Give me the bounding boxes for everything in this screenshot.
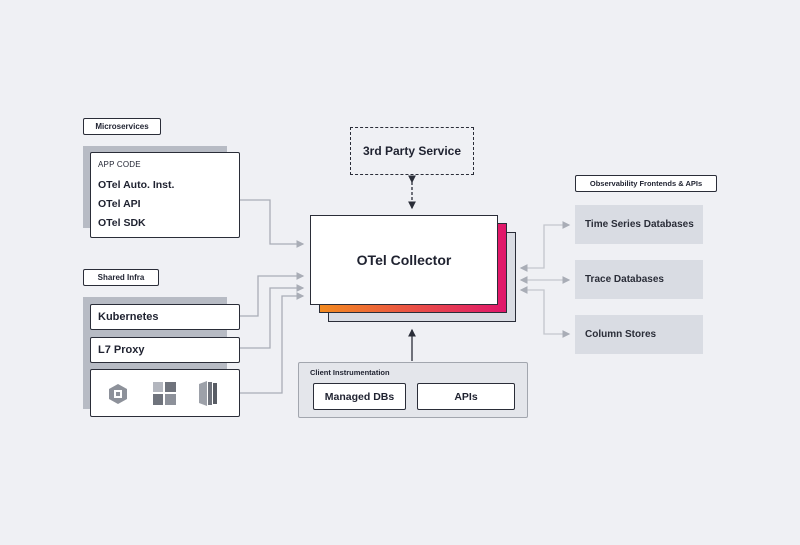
third-party-service-box: 3rd Party Service [350,127,474,175]
connector-kubernetes [239,272,305,317]
connector-time-series [519,221,571,272]
client-instrumentation-box: Client Instrumentation Managed DBs APIs [298,362,528,418]
chip-icon [109,384,127,404]
observability-tag: Observability Frontends & APIs [575,175,717,192]
microservices-card: APP CODE OTel Auto. Inst. OTel API OTel … [90,152,240,238]
otel-api-label: OTel API [98,198,141,210]
connector-column [519,286,571,338]
otel-collector-box: OTel Collector [310,215,498,305]
column-stores-box: Column Stores [575,315,703,354]
connector-microservices [239,199,305,248]
apis-box: APIs [417,383,515,410]
trace-databases-box: Trace Databases [575,260,703,299]
client-instrumentation-title: Client Instrumentation [310,368,390,377]
microservices-tag: Microservices [83,118,161,135]
otel-sdk-label: OTel SDK [98,217,146,229]
app-code-label: APP CODE [98,160,141,169]
kubernetes-box: Kubernetes [90,304,240,330]
shared-infra-tag: Shared Infra [83,269,159,286]
managed-dbs-box: Managed DBs [313,383,406,410]
l7-proxy-box: L7 Proxy [90,337,240,363]
connector-infra-icons [239,292,305,394]
grid-icon [153,382,176,405]
time-series-databases-box: Time Series Databases [575,205,703,244]
connector-l7-proxy [239,284,305,349]
server-icon [199,381,217,406]
otel-auto-inst-label: OTel Auto. Inst. [98,179,175,191]
infra-icons-box [90,369,240,417]
